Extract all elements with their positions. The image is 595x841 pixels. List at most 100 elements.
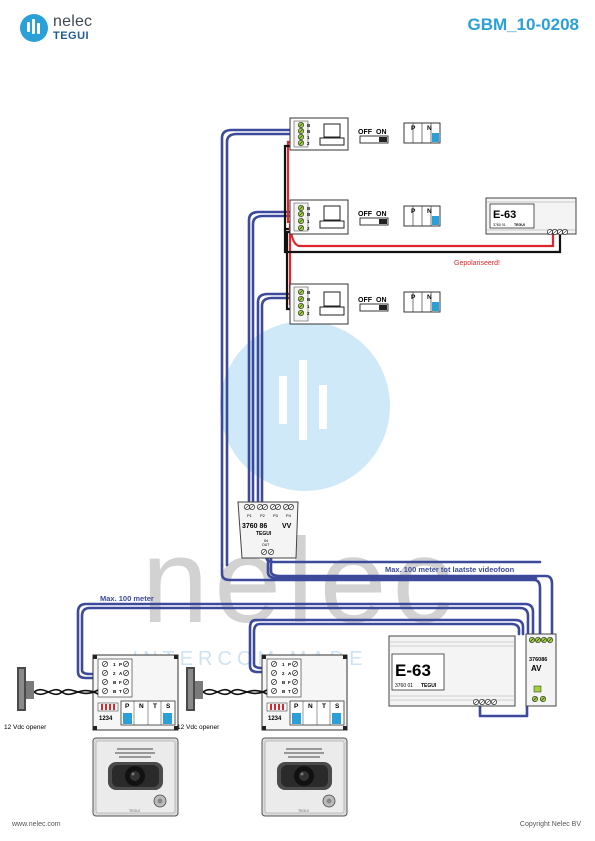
panel-switch-n: N <box>139 703 144 710</box>
watermark: nelec INTERCOM MADE <box>133 321 452 670</box>
panel-dip-numbers: 1234 <box>268 716 282 722</box>
power-unit-model: E-63 <box>493 209 516 221</box>
port-p1: P1 <box>247 513 253 518</box>
panel-terminal-2: 2 <box>113 671 116 676</box>
monitor-icon <box>319 123 345 146</box>
video-distributor: P1 P2 P3 P4 3760 86 VV TEGUI IN OUT <box>237 501 299 559</box>
call-button-icon <box>322 794 336 808</box>
panel-terminal-p: P <box>288 662 291 667</box>
plate-brand: TEGUI <box>129 809 140 813</box>
monitor-2: B B 1 2 <box>289 199 349 235</box>
brand-sub: TEGUI <box>53 30 90 42</box>
power-unit-model: E-63 <box>395 661 431 680</box>
panel-terminal-b1: B <box>282 680 286 685</box>
camera-lens-icon <box>294 766 314 786</box>
power-unit-brand: TEGUI <box>421 683 437 689</box>
monitor-terminal-b2: B <box>307 212 311 217</box>
plate-brand: TEGUI <box>298 809 309 813</box>
power-unit-bottom: E-63 3760 01 TEGUI <box>388 635 516 707</box>
polarised-note: Gepolariseerd! <box>454 260 500 267</box>
switch-on-label: ON <box>376 129 387 136</box>
dip-p-label: P <box>411 208 416 215</box>
av-module-code: 376086 <box>529 657 547 663</box>
distributor-suffix: VV <box>282 523 292 530</box>
monitor-terminal-1: 1 <box>307 219 310 224</box>
panel-switch-s: S <box>335 703 340 710</box>
opener-label: 12 Vdc opener <box>177 724 220 731</box>
off-on-switch-3: OFF ON <box>358 297 389 312</box>
monitor-terminal-2: 2 <box>307 141 310 146</box>
off-on-switch-2: OFF ON <box>358 211 389 226</box>
panel-terminal-a: A <box>288 671 292 676</box>
distributor-in-label: IN <box>264 538 268 543</box>
panel-terminal-1: 1 <box>282 662 285 667</box>
power-unit-top: E-63 3760 01 TEGUI <box>485 197 577 235</box>
door-opener-2: 12 Vdc opener <box>177 667 220 731</box>
monitor-terminal-b1: B <box>307 290 311 295</box>
footer-copyright: Copyright Nelec BV <box>519 821 581 828</box>
monitor-icon <box>319 205 345 229</box>
panel-switch-n: N <box>308 703 313 710</box>
door-plate-1: TEGUI <box>92 737 179 817</box>
max-distance-last-note: Max. 100 meter tot laatste videofoon <box>385 565 515 574</box>
distributor-in-sub: OUT <box>262 543 270 547</box>
camera-lens-icon <box>125 766 145 786</box>
panel-switch-t: T <box>322 703 326 710</box>
power-unit-code: 3760 01 <box>493 223 506 227</box>
panel-terminal-p: P <box>119 662 122 667</box>
switch-off-label: OFF <box>358 211 373 218</box>
panel-switch-p: P <box>125 703 130 710</box>
panel-terminal-b2: B <box>113 689 117 694</box>
panel-terminal-b2: B <box>282 689 286 694</box>
port-p4: P4 <box>286 513 292 518</box>
port-p3: P3 <box>273 513 279 518</box>
door-plate-2: TEGUI <box>261 737 348 817</box>
monitor-terminal-2: 2 <box>307 311 310 316</box>
max-distance-panel-note: Max. 100 meter <box>100 594 154 603</box>
av-module-suffix: AV <box>531 664 542 673</box>
dip-n-label: N <box>427 208 432 215</box>
speaker-grille-icon <box>115 748 155 758</box>
pn-dip-switch-2: P N <box>403 205 441 227</box>
switch-off-label: OFF <box>358 129 373 136</box>
power-unit-code: 3760 01 <box>395 683 413 689</box>
panel-switch-s: S <box>166 703 171 710</box>
brand-name: nelec <box>53 13 93 30</box>
panel-terminal-a: A <box>119 671 123 676</box>
panel-terminal-2: 2 <box>282 671 285 676</box>
monitor-terminal-1: 1 <box>307 135 310 140</box>
panel-dip-numbers: 1234 <box>99 716 113 722</box>
door-panel-1: 1 2 B B P A F T 1234 P N T S <box>92 654 179 731</box>
panel-terminal-t: T <box>119 689 122 694</box>
opener-label: 12 Vdc opener <box>4 724 47 731</box>
door-opener-1: 12 Vdc opener <box>4 667 47 731</box>
monitor-terminal-1: 1 <box>307 304 310 309</box>
speaker-grille-icon <box>284 748 324 758</box>
monitor-terminal-b2: B <box>307 129 311 134</box>
panel-terminal-f: F <box>288 680 291 685</box>
footer-website: www.nelec.com <box>12 821 61 828</box>
monitor-icon <box>319 291 345 316</box>
dip-n-label: N <box>427 125 432 132</box>
monitor-terminal-b1: B <box>307 206 311 211</box>
panel-terminal-1: 1 <box>113 662 116 667</box>
distributor-code: 3760 86 <box>242 523 267 530</box>
call-button-icon <box>153 794 167 808</box>
port-p2: P2 <box>260 513 266 518</box>
av-module: 376086 AV <box>525 633 557 707</box>
door-panel-2: 1 2 B B P A F T 1234 P N T S <box>261 654 348 731</box>
distributor-brand: TEGUI <box>256 531 272 537</box>
dip-p-label: P <box>411 125 416 132</box>
off-on-switch-1: OFF ON <box>358 129 389 144</box>
pn-dip-switch-3: P N <box>403 291 441 313</box>
nelec-tegui-logo: nelec TEGUI <box>20 12 140 46</box>
monitor-terminal-b2: B <box>307 297 311 302</box>
nelec-logo-icon <box>20 14 48 42</box>
switch-on-label: ON <box>376 297 387 304</box>
panel-terminal-t: T <box>288 689 291 694</box>
dip-n-label: N <box>427 294 432 301</box>
pn-dip-switch-1: P N <box>403 122 441 144</box>
switch-off-label: OFF <box>358 297 373 304</box>
monitor-1: B B 1 2 <box>289 117 349 151</box>
